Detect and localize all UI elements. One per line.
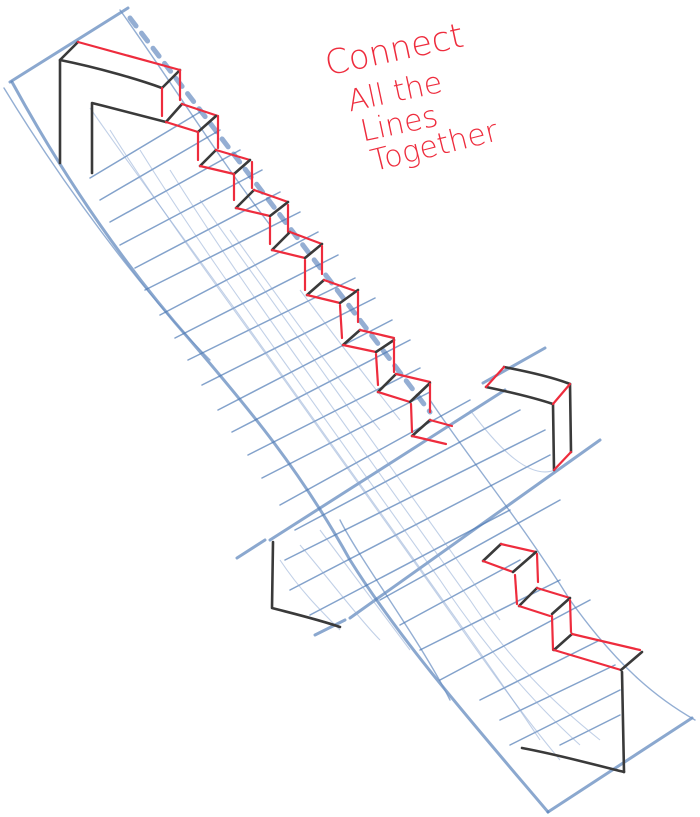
blade-grid — [89, 107, 621, 761]
pommel-outline — [520, 670, 626, 774]
crossguard-right-end — [484, 365, 573, 472]
handle-steps — [481, 542, 644, 672]
blade-tip-outline — [58, 40, 220, 175]
crossguard-left-end — [270, 540, 342, 629]
blade-edge-steps — [196, 114, 454, 446]
